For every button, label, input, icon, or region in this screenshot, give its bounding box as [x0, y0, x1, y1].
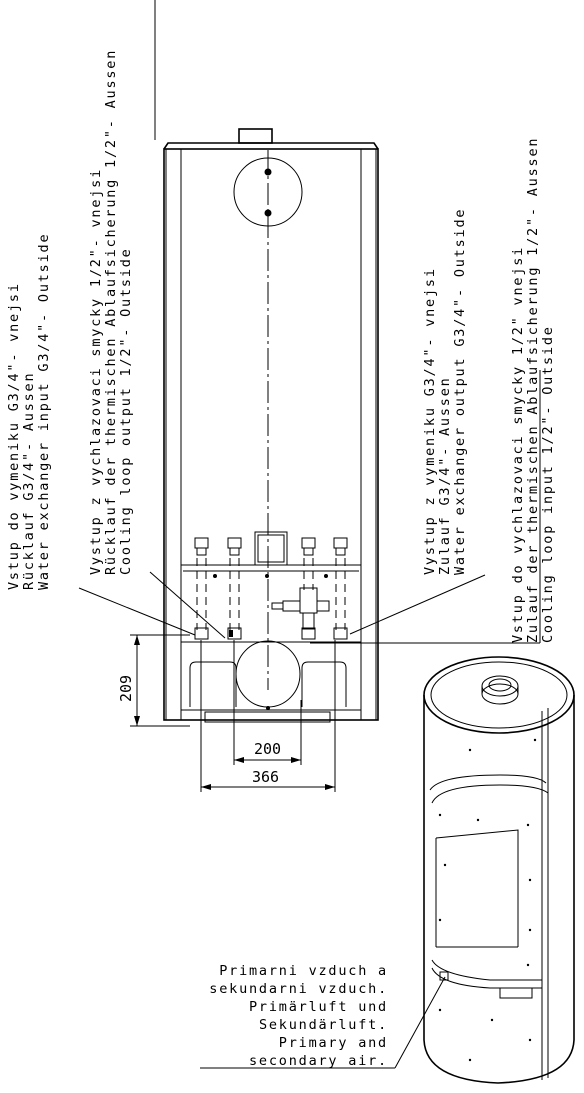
- label-cooling-input-en: Cooling loop input 1/2"- Outside: [540, 325, 556, 643]
- label-output-de: Zulauf G3/4"- Aussen: [437, 376, 453, 575]
- upper-fittings: [194, 537, 348, 556]
- air-line-5: Primary and: [279, 1035, 388, 1051]
- dimension-366: 366: [252, 768, 279, 786]
- lower-fittings: [194, 627, 348, 640]
- leader-lines: [78, 0, 541, 1069]
- label-output-cz: Vystup z vymeniku G3/4"- vnejsi: [422, 267, 438, 575]
- label-cooling-output-de: Rücklauf der thermischen Ablaufsicherung…: [103, 49, 119, 575]
- dimension-200: 200: [254, 740, 281, 758]
- label-input-de: Rücklauf G3/4"- Aussen: [21, 372, 37, 590]
- label-cooling-input-cz: Vstup do vychlazovaci smycky 1/2" vnejsi: [510, 246, 526, 643]
- label-cooling-output-en: Cooling loop output 1/2"- Outside: [118, 247, 134, 575]
- air-line-4: Sekundärluft.: [259, 1017, 388, 1033]
- air-line-6: secondary air.: [249, 1053, 388, 1069]
- dimension-209: 209: [117, 675, 135, 702]
- bolt-bottom: [264, 209, 272, 217]
- air-line-2: sekundarni vzduch.: [209, 981, 388, 997]
- air-line-3: Primärluft und: [249, 999, 388, 1015]
- thermal-valve: [271, 587, 330, 630]
- label-cooling-output-cz: Vystup z vychlazovaci smycky 1/2"- vnejs…: [88, 168, 104, 575]
- label-cooling-loop-input: Vstup do vychlazovaci smycky 1/2" vnejsi…: [510, 137, 556, 643]
- label-input-cz: Vstup do vymeniku G3/4"- vnejsi: [6, 282, 22, 590]
- label-cooling-loop-output: Vystup z vychlazovaci smycky 1/2"- vnejs…: [88, 49, 134, 575]
- label-air: Primarni vzduch a sekundarni vzduch. Pri…: [209, 963, 388, 1069]
- label-water-exchanger-input: Vstup do vymeniku G3/4"- vnejsi Rücklauf…: [6, 233, 52, 590]
- stove-front-view: [163, 128, 379, 723]
- label-input-en: Water exchanger input G3/4"- Outside: [36, 233, 52, 590]
- stove-isometric-view: [423, 656, 575, 1084]
- dimension-lines: [130, 634, 336, 792]
- label-water-exchanger-output: Vystup z vymeniku G3/4"- vnejsi Zulauf G…: [422, 208, 468, 575]
- label-output-en: Water exchanger output G3/4"- Outside: [452, 208, 468, 575]
- label-cooling-input-de: Zulauf der thermischen Ablaufsicherung 1…: [525, 137, 541, 643]
- air-line-1: Primarni vzduch a: [219, 963, 388, 979]
